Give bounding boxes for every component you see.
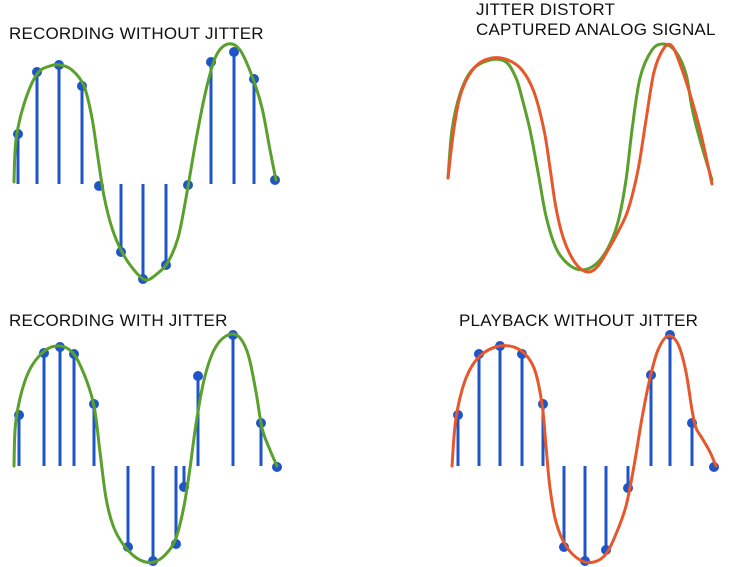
sample-point bbox=[517, 349, 527, 359]
sample-point bbox=[229, 47, 239, 57]
panel-title-recording-without-jitter: RECORDING WITHOUT JITTER bbox=[9, 24, 264, 43]
sample-point bbox=[193, 371, 203, 381]
distorted-signal-curve bbox=[450, 334, 718, 565]
original-signal-curve bbox=[12, 42, 278, 282]
panel-recording-without-jitter bbox=[12, 42, 280, 284]
original-signal-curve bbox=[12, 332, 279, 564]
panel-playback-without-jitter bbox=[450, 330, 719, 566]
distorted-signal-curve bbox=[446, 42, 714, 274]
original-signal-curve bbox=[446, 42, 714, 272]
panel-recording-with-jitter bbox=[12, 330, 282, 566]
panel-title-line-2: CAPTURED ANALOG SIGNAL bbox=[476, 20, 716, 39]
panel-title-line-1: JITTER DISTORT bbox=[476, 0, 616, 19]
panel-title-jitter-distort: JITTER DISTORT CAPTURED ANALOG SIGNAL bbox=[476, 0, 716, 40]
panel-jitter-distort bbox=[446, 42, 714, 274]
panel-title-playback-without-jitter: PLAYBACK WITHOUT JITTER bbox=[459, 311, 699, 330]
panel-title-recording-with-jitter: RECORDING WITH JITTER bbox=[9, 311, 228, 330]
